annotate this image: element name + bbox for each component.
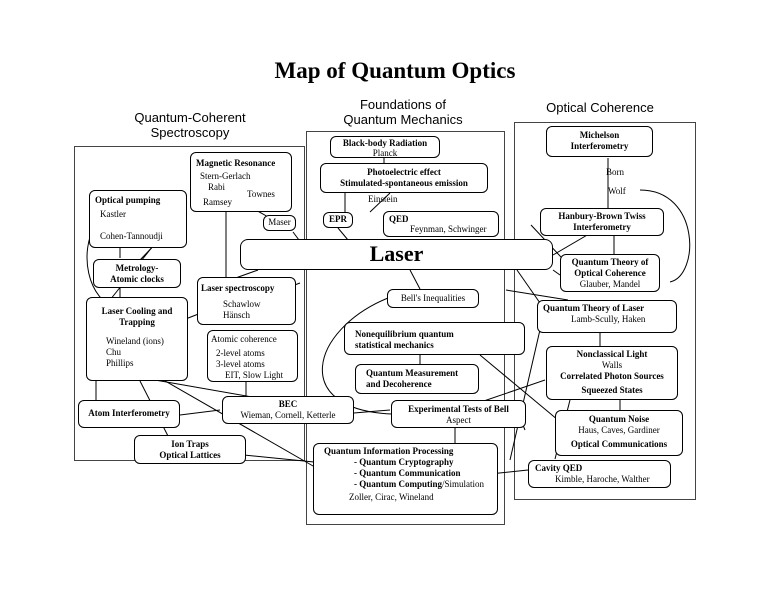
node-metrology[interactable]: Metrology- Atomic clocks [93, 259, 181, 288]
bell-tests-title: Experimental Tests of Bell [408, 404, 509, 414]
atomic-coherence-3-level: 3-level atoms [216, 359, 265, 369]
nonequilibrium-line1: Nonequilibrium quantum [355, 329, 454, 339]
photoelectric-line2: Stimulated-spontaneous emission [340, 178, 468, 188]
node-laser-spectroscopy[interactable]: Laser spectroscopy Schawlow Hänsch [197, 277, 296, 325]
cavity-qed-title: Cavity QED [535, 463, 583, 473]
node-optical-pumping[interactable] [89, 190, 187, 248]
node-cavity-qed[interactable]: Cavity QED Kimble, Haroche, Walther [528, 460, 671, 488]
node-photoelectric[interactable]: Photoelectric effect Stimulated-spontane… [320, 163, 488, 193]
ion-traps-line2: Optical Lattices [159, 450, 221, 460]
node-magnetic-resonance[interactable] [190, 152, 292, 212]
nonclassical-title: Nonclassical Light [576, 349, 648, 359]
column-heading-coherence: Optical Coherence [546, 100, 654, 115]
node-epr[interactable]: EPR [323, 212, 353, 228]
cavity-qed-researchers: Kimble, Haroche, Walther [555, 474, 650, 484]
quantum-measurement-line2: and Decoherence [366, 379, 432, 389]
magnetic-resonance-townes: Townes [247, 189, 275, 199]
qip-computing: - Quantum Computing [354, 479, 443, 489]
qip-communication: - Quantum Communication [354, 468, 461, 478]
nonequilibrium-line2: statistical mechanics [355, 340, 434, 350]
node-black-body[interactable]: Black-body Radiation Planck [330, 136, 440, 158]
node-atomic-coherence[interactable]: Atomic coherence 2-level atoms 3-level a… [207, 330, 298, 382]
node-quantum-theory-laser[interactable]: Quantum Theory of Laser Lamb-Scully, Hak… [537, 300, 677, 333]
node-nonclassical-light[interactable]: Nonclassical Light Walls Correlated Phot… [546, 346, 678, 400]
qed-feynman-schwinger: Feynman, Schwinger [410, 224, 487, 234]
node-bec[interactable]: BEC Wieman, Cornell, Ketterle [222, 396, 354, 424]
qtoc-line1: Quantum Theory of [571, 257, 649, 267]
node-laser-cooling[interactable]: Laser Cooling and Trapping Wineland (ion… [86, 297, 188, 381]
michelson-line2: Interferometry [570, 141, 629, 151]
laser-cooling-phillips: Phillips [106, 358, 134, 368]
quantum-measurement-line1: Quantum Measurement [366, 368, 459, 378]
bec-title: BEC [278, 399, 298, 409]
qtoc-line2: Optical Coherence [574, 268, 646, 278]
qip-researchers: Zoller, Cirac, Wineland [349, 492, 434, 502]
einstein-label: Einstein [368, 194, 398, 204]
bell-tests-aspect: Aspect [446, 415, 471, 425]
qip-title: Quantum Information Processing [324, 446, 454, 456]
optical-pumping-title: Optical pumping [95, 195, 161, 205]
born-label: Born [606, 167, 624, 177]
metrology-line2: Atomic clocks [110, 274, 164, 284]
hbt-line1: Hanbury-Brown Twiss [558, 211, 646, 221]
node-hanbury-brown-twiss[interactable]: Hanbury-Brown Twiss Interferometry [540, 208, 664, 236]
bec-researchers: Wieman, Cornell, Ketterle [240, 410, 336, 420]
magnetic-resonance-ramsey: Ramsey [203, 197, 232, 207]
metrology-line1: Metrology- [115, 263, 159, 273]
hbt-line2: Interferometry [573, 222, 631, 232]
qip-cryptography: - Quantum Cryptography [354, 457, 454, 467]
node-bells-inequalities[interactable]: Bell's Inequalities [387, 289, 479, 308]
nonclassical-walls: Walls [601, 360, 623, 370]
node-atom-interferometry[interactable]: Atom Interferometry [78, 400, 180, 428]
nonclassical-squeezed-states: Squeezed States [581, 385, 643, 395]
quantum-noise-optical-comm: Optical Communications [570, 439, 668, 449]
node-michelson[interactable]: Michelson Interferometry [546, 126, 653, 157]
diagram-title: Map of Quantum Optics [274, 58, 516, 83]
node-bell-tests[interactable]: Experimental Tests of Bell Aspect [391, 400, 526, 428]
black-body-title: Black-body Radiation [342, 138, 428, 148]
photoelectric-line1: Photoelectric effect [367, 167, 441, 177]
magnetic-resonance-title: Magnetic Resonance [196, 158, 276, 168]
quantum-noise-title: Quantum Noise [588, 414, 650, 424]
magnetic-resonance-rabi: Rabi [208, 182, 225, 192]
node-qed[interactable] [383, 211, 499, 237]
michelson-line1: Michelson [579, 130, 620, 140]
laser-node[interactable]: Laser [240, 239, 553, 270]
laser-spectroscopy-hansch: Hänsch [223, 310, 250, 320]
qed-title: QED [389, 214, 409, 224]
laser-cooling-chu: Chu [106, 347, 122, 357]
laser-spectroscopy-title: Laser spectroscopy [201, 283, 275, 293]
column-heading-spectroscopy: Quantum-Coherent Spectroscopy [134, 110, 246, 140]
node-quantum-theory-coherence[interactable]: Quantum Theory of Optical Coherence Glau… [560, 254, 660, 292]
magnetic-resonance-stern-gerlach: Stern-Gerlach [200, 171, 251, 181]
node-quantum-information[interactable]: Quantum Information Processing - Quantum… [313, 443, 498, 515]
node-nonequilibrium[interactable]: Nonequilibrium quantum statistical mecha… [344, 322, 525, 355]
column-heading-foundations: Foundations of Quantum Mechanics [343, 97, 463, 127]
nonclassical-correlated-photon: Correlated Photon Sources [560, 371, 664, 381]
wolf-label: Wolf [608, 186, 626, 196]
node-ion-traps[interactable]: Ion Traps Optical Lattices [134, 435, 246, 464]
qtoc-glauber-mandel: Glauber, Mandel [579, 279, 641, 289]
node-quantum-noise[interactable]: Quantum Noise Haus, Caves, Gardiner Opti… [555, 410, 683, 456]
atomic-coherence-eit: EIT, Slow Light [225, 370, 284, 380]
quantum-noise-researchers: Haus, Caves, Gardiner [578, 425, 660, 435]
optical-pumping-cohen-tannoudji: Cohen-Tannoudji [100, 231, 163, 241]
laser-cooling-wineland: Wineland (ions) [106, 336, 164, 346]
atomic-coherence-title: Atomic coherence [211, 334, 277, 344]
qip-computing-row: - Quantum Computing/Simulation [324, 479, 497, 490]
node-maser[interactable]: Maser [263, 215, 296, 231]
laser-cooling-line2: Trapping [119, 317, 155, 327]
qtl-title: Quantum Theory of Laser [543, 303, 645, 313]
black-body-planck: Planck [372, 148, 398, 158]
panel-coherence [514, 122, 696, 500]
laser-cooling-line1: Laser Cooling and [101, 306, 173, 316]
ion-traps-line1: Ion Traps [171, 439, 209, 449]
node-quantum-measurement[interactable]: Quantum Measurement and Decoherence [355, 364, 479, 394]
qtl-lamb-scully-haken: Lamb-Scully, Haken [571, 314, 646, 324]
laser-spectroscopy-schawlow: Schawlow [223, 299, 261, 309]
qip-simulation: /Simulation [442, 479, 485, 489]
optical-pumping-kastler: Kastler [100, 209, 126, 219]
atomic-coherence-2-level: 2-level atoms [216, 348, 265, 358]
